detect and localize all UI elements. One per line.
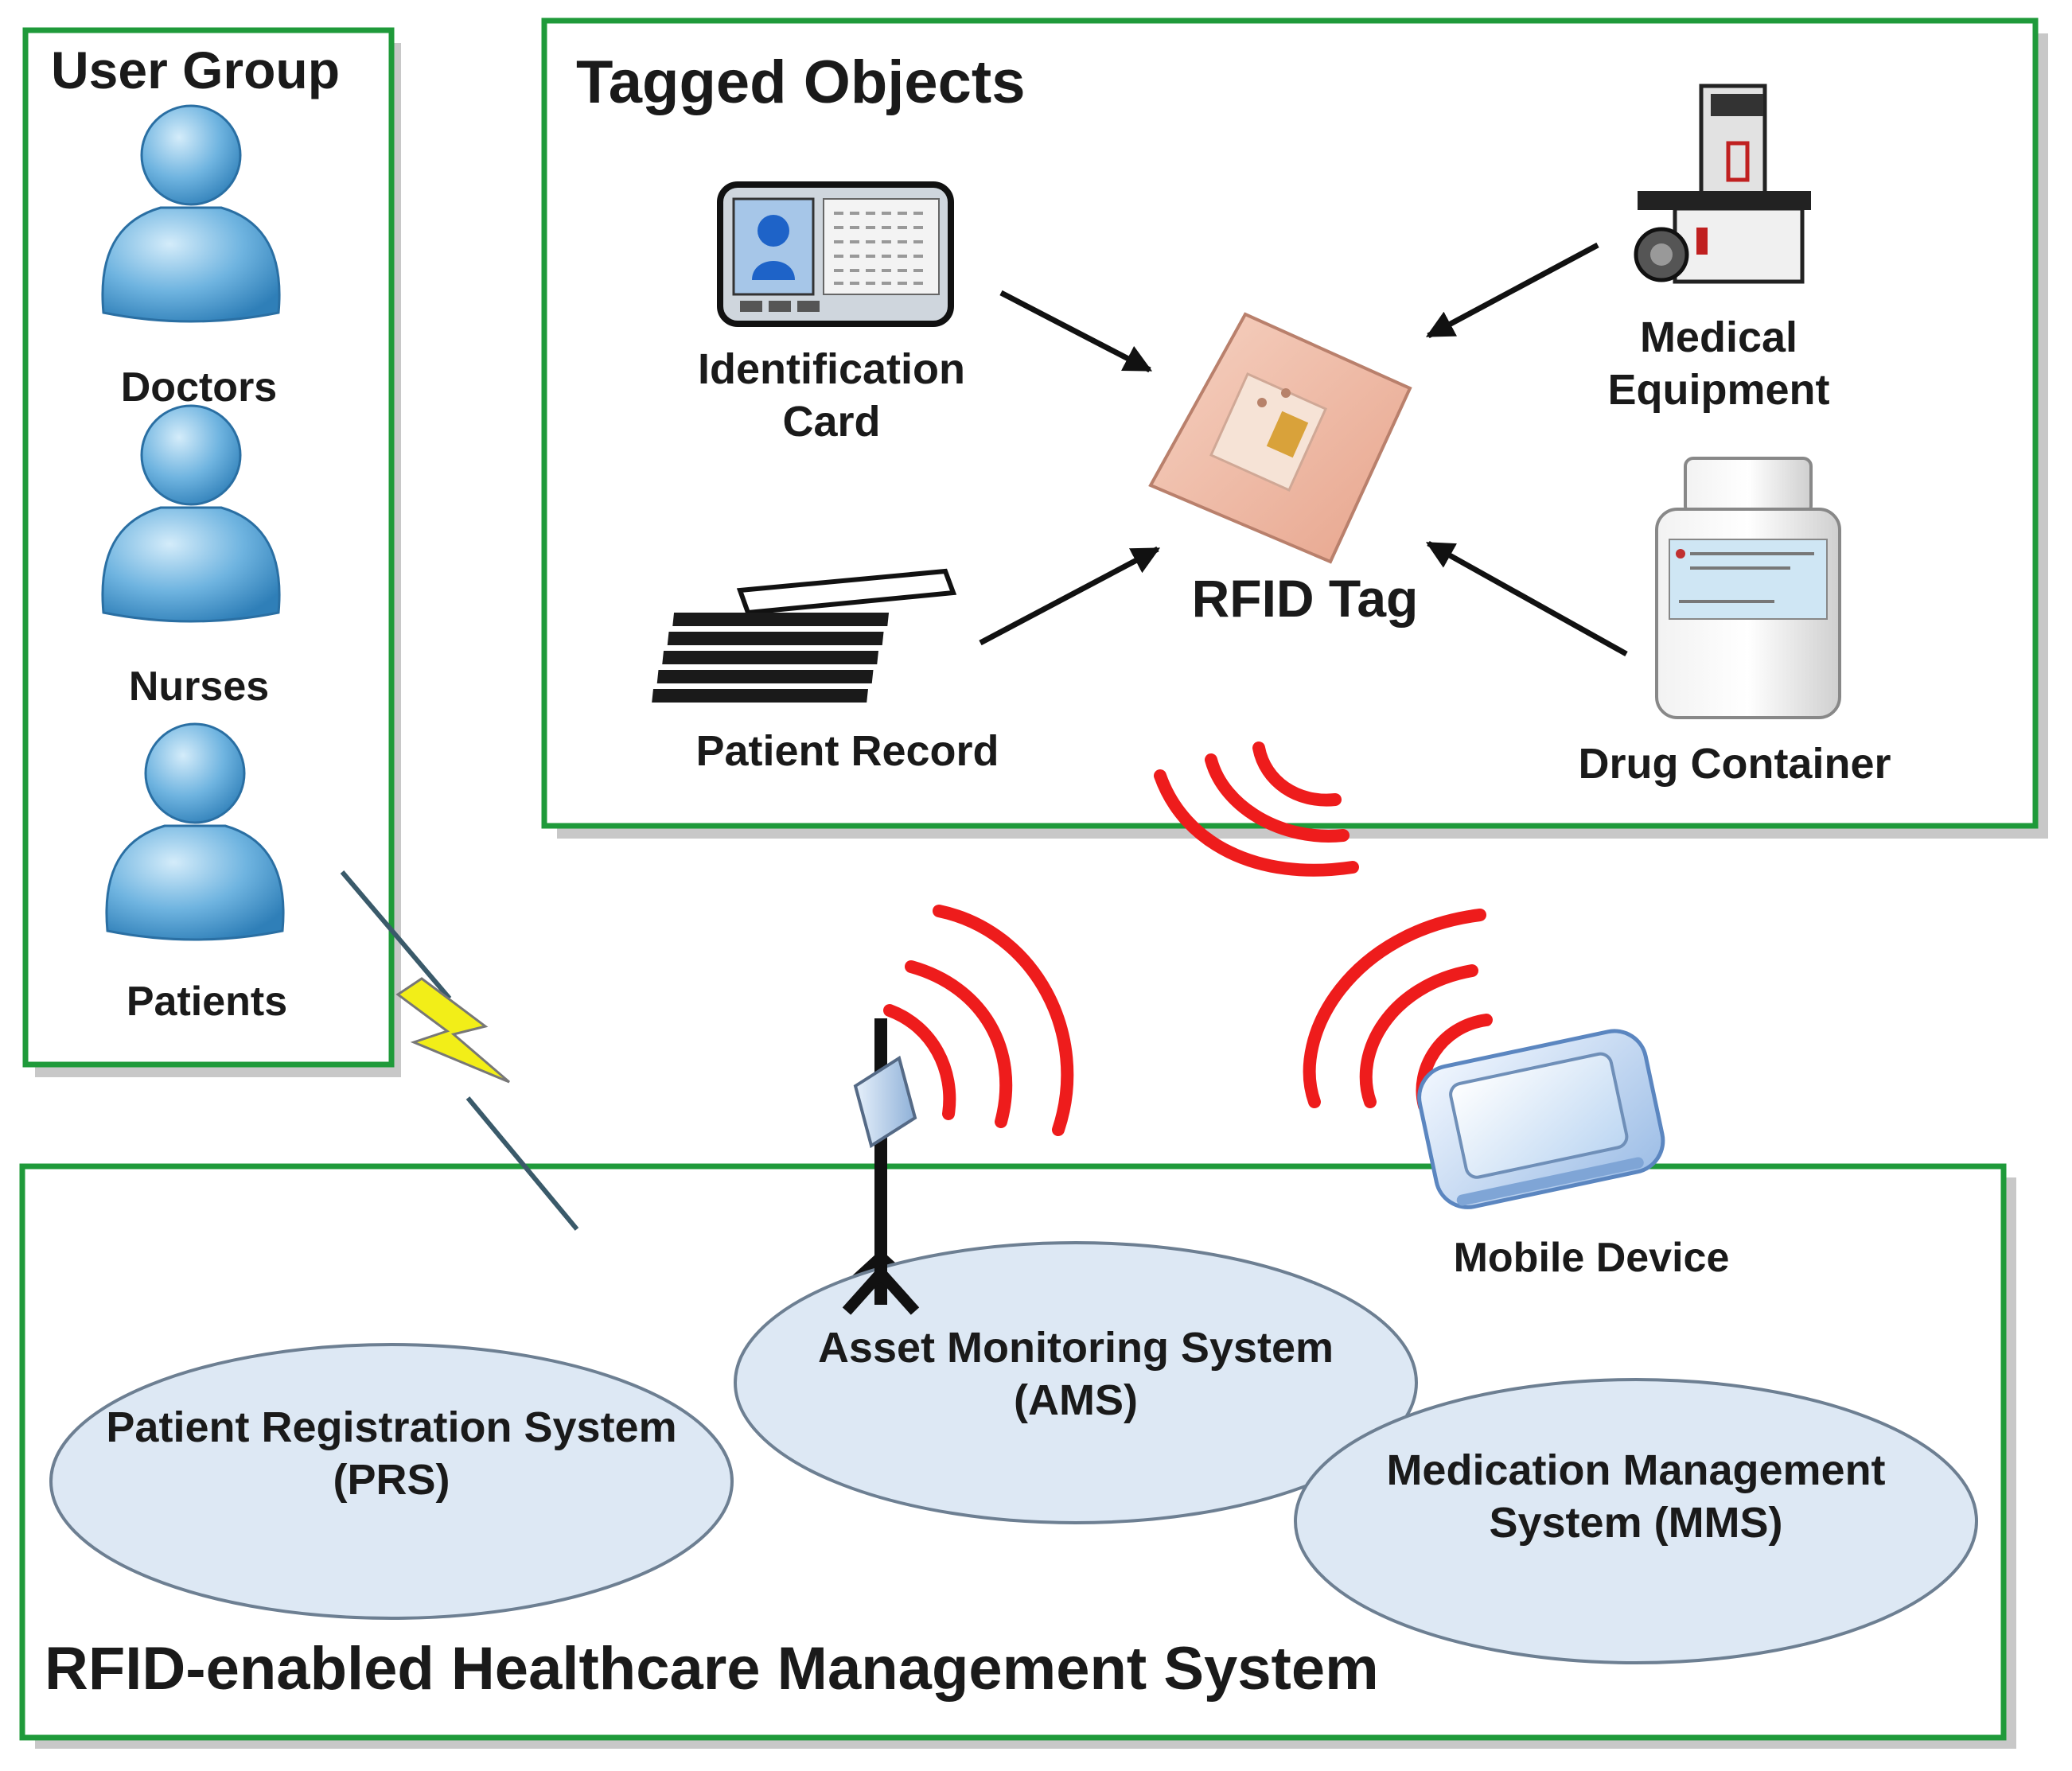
identification-card-line-2: Card [782, 397, 881, 446]
identification-card-line-1: Identification [698, 345, 965, 393]
medical-equipment-line-1: Medical [1639, 313, 1798, 361]
user-group-title: User Group [51, 41, 341, 99]
patients-label: Patients [126, 979, 288, 1025]
ams-label: Asset Monitoring System (AMS) [758, 1322, 1394, 1427]
rfid-tag-label: RFID Tag [1191, 569, 1419, 628]
ams-ellipse [734, 1241, 1418, 1524]
system-title: RFID-enabled Healthcare Management Syste… [45, 1635, 1379, 1703]
reader-signal-waves [883, 905, 1074, 1136]
ams-line-1: Asset Monitoring System [817, 1324, 1334, 1372]
drug-container-label: Drug Container [1578, 740, 1891, 788]
drug-container-icon [1655, 457, 1841, 719]
mms-line-2: System (MMS) [1489, 1498, 1783, 1547]
ams-line-2: (AMS) [1014, 1376, 1138, 1424]
mobile-device-label: Mobile Device [1453, 1235, 1730, 1281]
prs-ellipse [49, 1343, 734, 1620]
identification-card-icon [717, 181, 954, 327]
mms-line-1: Medication Management [1386, 1446, 1886, 1494]
medical-equipment-label: Medical Equipment [1568, 312, 1870, 417]
prs-line-2: (PRS) [333, 1455, 450, 1504]
tagged-objects-title: Tagged Objects [576, 49, 1026, 116]
identification-card-label: Identification Card [672, 344, 991, 449]
patient-record-icon [652, 568, 957, 703]
medical-equipment-line-2: Equipment [1607, 365, 1830, 414]
mobile-device-icon [1417, 1029, 1665, 1209]
medical-equipment-icon [1634, 84, 1811, 284]
prs-label: Patient Registration System (PRS) [65, 1402, 718, 1507]
nurses-label: Nurses [128, 664, 270, 710]
patient-person-icon [105, 722, 285, 941]
mms-label: Medication Management System (MMS) [1318, 1445, 1954, 1550]
wireless-link-lightning-icon [340, 870, 579, 1231]
nurse-person-icon [101, 404, 281, 623]
patient-record-label: Patient Record [695, 727, 999, 775]
mms-ellipse [1294, 1378, 1978, 1664]
doctors-label: Doctors [120, 364, 278, 411]
rfid-tag-icon [1148, 312, 1412, 564]
rfid-tag-signal-waves [1154, 741, 1359, 877]
doctor-person-icon [101, 104, 281, 323]
prs-line-1: Patient Registration System [106, 1403, 677, 1451]
